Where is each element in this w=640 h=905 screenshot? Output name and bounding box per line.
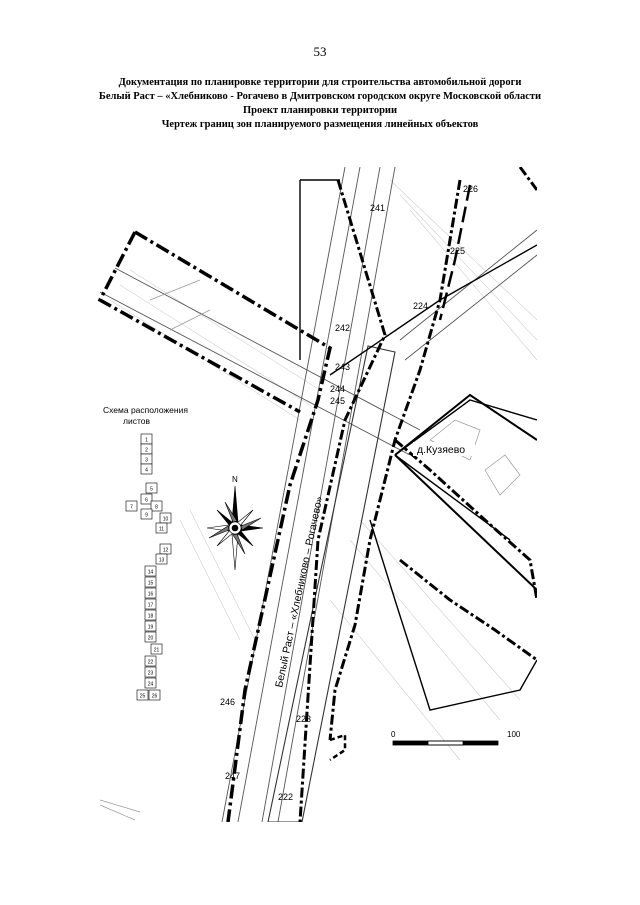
inset-sheet-cell [148,689,161,701]
inset-sheet-label: 6 [145,498,148,504]
page-number: 53 [313,44,327,59]
point-label-223: 223 [296,714,311,724]
inset-sheet-label: 10 [163,517,169,523]
inset-sheet-label: 15 [148,581,154,587]
inset-sheet-label: 5 [150,487,153,493]
north-label: N [232,475,238,484]
point-label-222: 222 [278,792,293,802]
village-label: д.Кузяево [417,444,465,456]
inset-sheet-cell [155,553,168,565]
inset-sheet-label: 20 [148,636,154,642]
inset-sheet-label: 21 [154,648,160,654]
inset-sheet-label: 18 [148,614,154,620]
scale-start-label: 0 [391,730,396,739]
inset-sheet-label: 25 [140,694,146,700]
inset-sheet-label: 4 [145,468,148,474]
inset-sheet-label: 13 [159,558,165,564]
inset-sheet-cell [144,620,157,632]
inset-sheet-label: 1 [145,438,148,444]
road-corridor [99,167,537,822]
inset-sheet-cell [155,522,168,534]
point-label-243: 243 [335,362,350,372]
inset-sheet-cell [125,500,138,512]
inset-title-line-1: Схема расположения [103,405,188,415]
inset-sheet-label: 19 [148,625,154,631]
point-label-244: 244 [330,384,345,394]
point-label-225: 225 [450,246,465,256]
inset-sheet-label: 26 [152,694,158,700]
inset-sheet-cell [144,576,157,588]
inset-sheet-label: 7 [130,505,133,511]
point-label-224: 224 [413,301,428,311]
inset-sheet-cell [150,643,163,655]
inset-sheet-label: 16 [148,592,154,598]
header-line-4: Чертеж границ зон планируемого размещени… [161,119,479,130]
document-header: Документация по планировке территории дл… [0,76,640,132]
inset-sheet-label: 11 [159,527,164,533]
map-drawing: 226 225 224 241 242 243 244 245 246 247 … [97,167,537,822]
point-label-245: 245 [330,396,345,406]
header-line-2: Белый Раст – «Хлебниково - Рогачево в Дм… [98,91,542,102]
terrain-hatching [109,179,537,761]
inset-sheet-cell [140,493,153,505]
inset-sheet-cell [150,500,163,512]
inset-sheet-label: 14 [148,570,154,576]
point-label-246: 246 [220,697,235,707]
inset-sheet-cell [144,565,157,577]
inset-sheet-label: 12 [163,548,169,554]
inset-sheet-cell [144,655,157,667]
inset-sheet-cell [144,587,157,599]
projected-road-strip [267,345,396,822]
point-label-242: 242 [335,323,350,333]
inset-title-line-2: листов [123,416,150,426]
inset-sheet-label: 8 [155,505,158,511]
inset-sheet-cell [136,689,149,701]
inset-sheet-label: 22 [148,660,154,666]
point-label-241: 241 [370,203,385,213]
scale-end-label: 100 [507,730,521,739]
inset-sheet-cell [144,609,157,621]
point-label-247: 247 [225,771,240,781]
inset-sheet-label: 23 [148,671,154,677]
scale-bar: 0 100 [391,730,521,746]
inset-sheet-cell [140,463,153,475]
inset-sheet-cell [144,631,157,643]
inset-sheet-cell [140,508,153,520]
plot-boundaries [299,179,537,711]
inset-sheet-label: 24 [148,682,154,688]
inset-sheet-cell [144,666,157,678]
point-label-226: 226 [463,184,478,194]
inset-sheet-label: 3 [145,458,148,464]
point-labels: 226 225 224 241 242 243 244 245 246 247 … [220,184,478,802]
inset-sheet-label: 9 [145,513,148,519]
header-line-3: Проект планировки территории [242,105,398,116]
village-boundary [394,393,537,591]
inset-sheet-label: 2 [145,448,148,454]
inset-sheet-cell [144,598,157,610]
header-line-1: Документация по планировке территории дл… [118,77,522,88]
zone-boundaries [97,167,537,822]
compass-rose-icon: N [206,475,264,571]
inset-sheet-cell [145,482,158,494]
inset-sheet-cell [144,677,157,689]
inset-sheet-label: 17 [148,603,154,609]
